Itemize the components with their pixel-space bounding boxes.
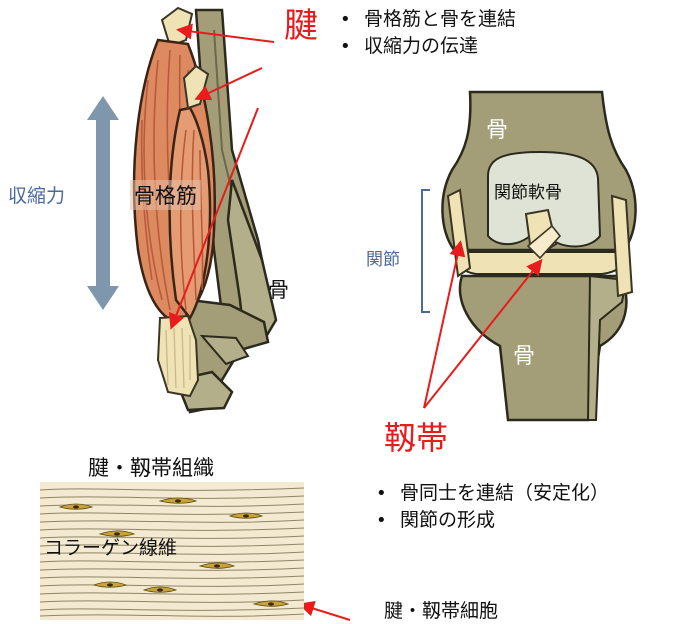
tibia-bone-label: 骨 [513, 338, 535, 370]
collagen-fiber-label: コラーゲン線維 [44, 533, 177, 560]
cartilage-label: 関節軟骨 [494, 178, 562, 203]
ligament-arrow-cruciate [424, 262, 540, 408]
tissue-title: 腱・靱帯組織 [88, 452, 214, 482]
ligament-bullet-1: 骨同士を連結（安定化） [372, 480, 609, 507]
ligament-arrow-collateral [424, 244, 460, 408]
ligament-bullet-list: 骨同士を連結（安定化） 関節の形成 [372, 480, 609, 534]
tendon-title: 腱 [284, 6, 318, 46]
tendon-arrow-lower [172, 108, 258, 326]
femur-bone-label: 骨 [486, 112, 508, 144]
tendon-bullet-2: 収縮力の伝達 [336, 33, 516, 60]
ligament-title: 靱帯 [384, 418, 448, 458]
joint-label: 関節 [366, 245, 400, 270]
arm-bone-label: 骨 [268, 274, 289, 304]
contraction-label: 収縮力 [8, 181, 65, 208]
tendon-bullet-1: 骨格筋と骨を連結 [336, 6, 516, 33]
tenocyte-label: 腱・靱帯細胞 [384, 596, 498, 623]
muscle-label: 骨格筋 [130, 180, 201, 210]
cell-arrow [302, 605, 350, 620]
tendon-arrow-middle [198, 68, 262, 98]
tendon-arrow-upper [180, 30, 274, 42]
ligament-bullet-2: 関節の形成 [372, 507, 609, 534]
tendon-bullet-list: 骨格筋と骨を連結 収縮力の伝達 [336, 6, 516, 60]
